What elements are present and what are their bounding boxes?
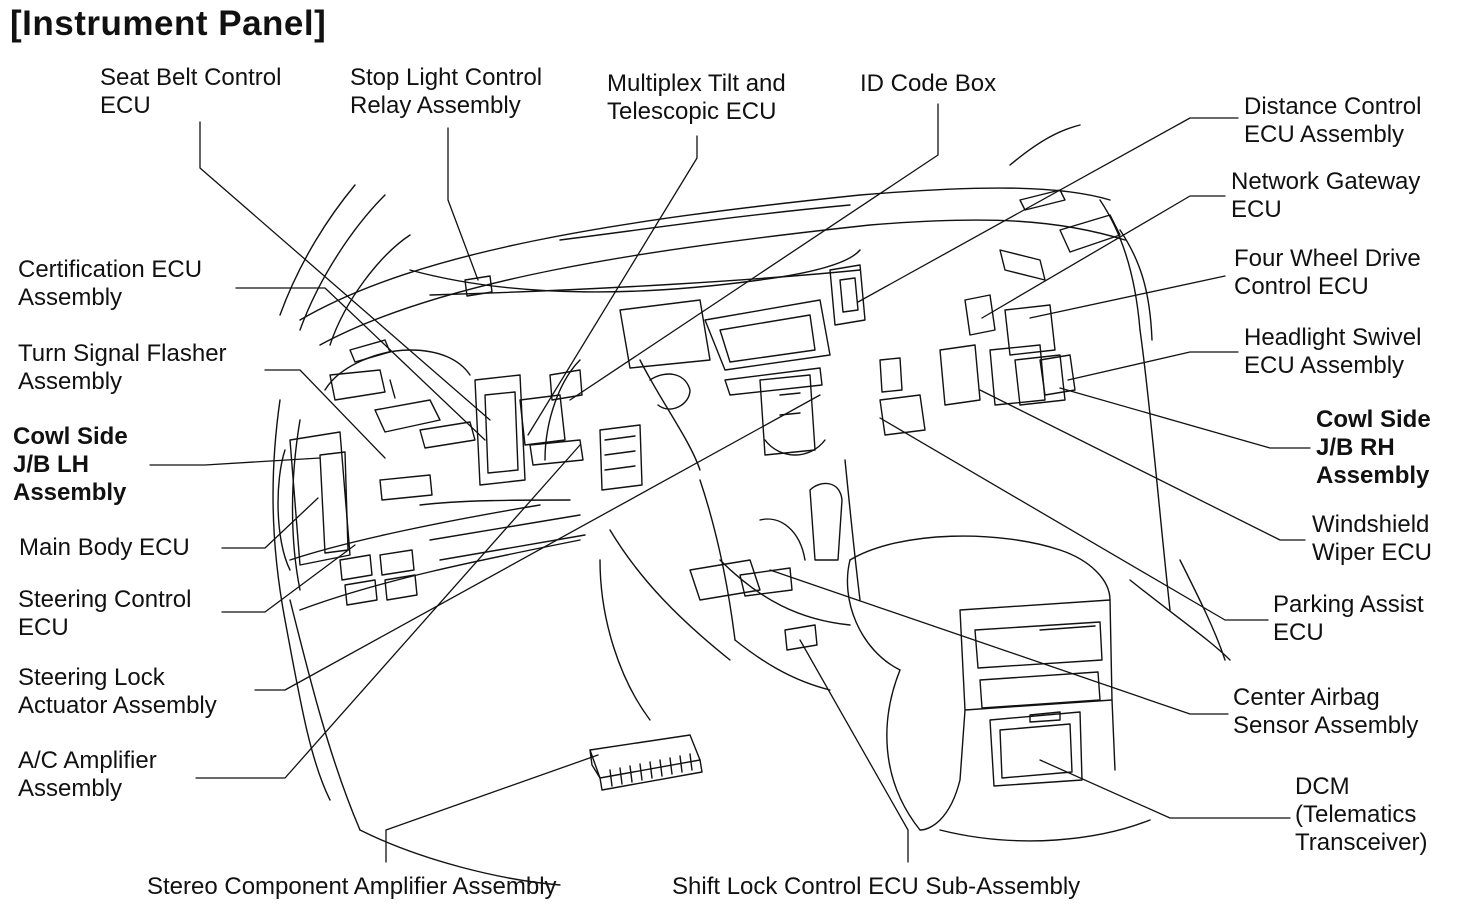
label-stop-light-control-relay: Stop Light Control Relay Assembly bbox=[350, 64, 543, 119]
label-seat-belt-control-ecu: Seat Belt Control ECU bbox=[100, 64, 282, 119]
label-steering-lock-actuator: Steering Lock Actuator Assembly bbox=[18, 664, 217, 719]
label-cowl-side-jb-rh: Cowl Side J/B RH Assembly bbox=[1316, 406, 1431, 489]
label-main-body-ecu: Main Body ECU bbox=[19, 534, 190, 561]
label-multiplex-tilt-telescopic-ecu: Multiplex Tilt and Telescopic ECU bbox=[607, 70, 786, 125]
label-id-code-box: ID Code Box bbox=[860, 70, 997, 97]
label-four-wheel-drive-ecu: Four Wheel Drive Control ECU bbox=[1234, 245, 1421, 300]
page-title: [Instrument Panel] bbox=[10, 4, 327, 43]
label-network-gateway-ecu: Network Gateway ECU bbox=[1231, 168, 1421, 223]
leader-lines bbox=[149, 103, 1311, 863]
label-certification-ecu: Certification ECU Assembly bbox=[18, 256, 203, 311]
label-dcm-telematics: DCM (Telematics Transceiver) bbox=[1295, 773, 1428, 856]
label-cowl-side-jb-lh: Cowl Side J/B LH Assembly bbox=[13, 423, 128, 506]
label-headlight-swivel-ecu: Headlight Swivel ECU Assembly bbox=[1244, 324, 1422, 379]
label-center-airbag-sensor: Center Airbag Sensor Assembly bbox=[1233, 684, 1419, 739]
label-stereo-component-amplifier: Stereo Component Amplifier Assembly bbox=[147, 873, 557, 900]
label-steering-control-ecu: Steering Control ECU bbox=[18, 586, 192, 641]
label-ac-amplifier: A/C Amplifier Assembly bbox=[18, 747, 157, 802]
label-turn-signal-flasher: Turn Signal Flasher Assembly bbox=[18, 340, 227, 395]
dashboard-drawing bbox=[272, 124, 1231, 886]
label-distance-control-ecu: Distance Control ECU Assembly bbox=[1244, 93, 1422, 148]
label-shift-lock-control-ecu: Shift Lock Control ECU Sub-Assembly bbox=[672, 873, 1081, 900]
label-parking-assist-ecu: Parking Assist ECU bbox=[1273, 591, 1424, 646]
label-windshield-wiper-ecu: Windshield Wiper ECU bbox=[1312, 511, 1433, 566]
